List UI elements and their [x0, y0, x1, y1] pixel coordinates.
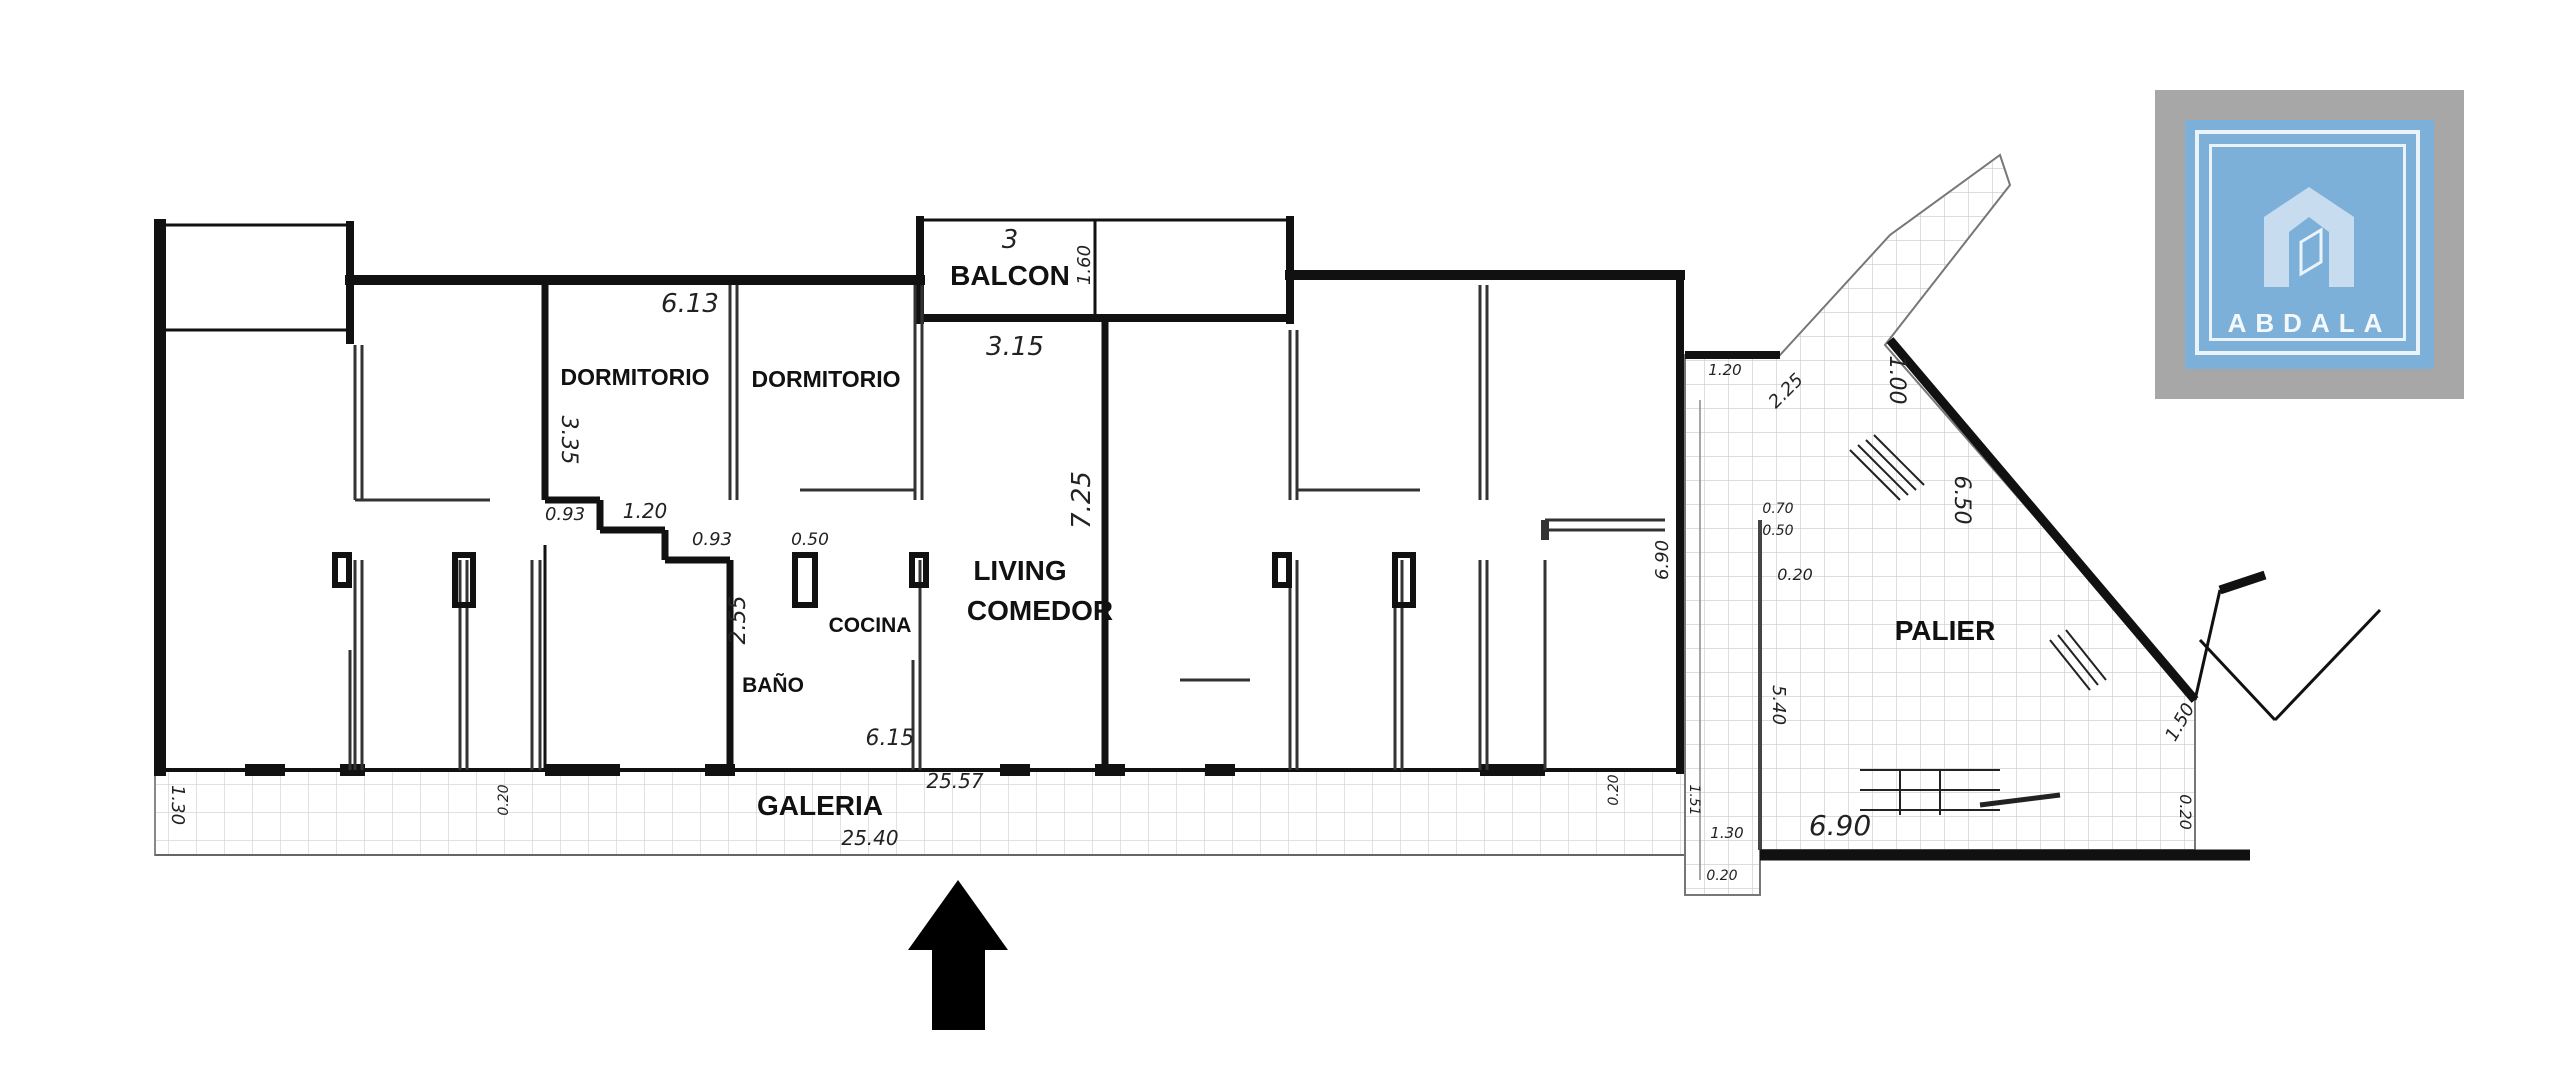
dim-palier-k: 0.20	[2176, 794, 2195, 830]
entrance-arrow-icon	[908, 880, 1008, 1030]
dim-living-width: 3.15	[986, 332, 1044, 362]
dim-step-a: 0.93	[545, 504, 585, 525]
dim-front-a: 25.57	[926, 769, 984, 793]
dim-palier-e: 0.50	[1762, 523, 1793, 539]
dim-gal-small-2: 0.20	[1606, 774, 1622, 805]
label-dormitorio-2: DORMITORIO	[751, 366, 900, 392]
dim-palier-l: 1.30	[1710, 824, 1743, 842]
fixtures	[332, 552, 1416, 608]
dim-side-wall: 6.90	[1652, 540, 1673, 580]
dim-step-c: 0.93	[692, 529, 732, 550]
dim-balcon-width: 3	[1002, 225, 1019, 255]
dim-palier-g: 5.40	[1768, 685, 1789, 725]
dim-dormitorio-depth: 3.35	[556, 416, 581, 465]
dim-palier-h: 6.90	[1809, 809, 1871, 842]
dim-bano-depth: 2.55	[726, 596, 751, 645]
galeria-floor	[154, 769, 1686, 856]
label-balcon: BALCON	[950, 260, 1070, 291]
brand-logo: ABDALA	[2155, 90, 2464, 399]
dim-galeria-depth: 1.30	[167, 785, 188, 825]
dim-palier-m: 0.20	[1706, 868, 1737, 884]
house-mark-icon	[2264, 187, 2354, 287]
dim-front-b: 25.40	[841, 826, 898, 850]
label-living: LIVING	[973, 555, 1066, 586]
dim-dormitorio-width: 6.13	[661, 289, 719, 319]
label-bano: BAÑO	[742, 674, 804, 697]
dim-palier-n: 1.51	[1686, 784, 1702, 815]
dim-palier-i: 6.50	[1949, 476, 1974, 525]
label-galeria: GALERIA	[757, 790, 883, 821]
dim-cocina: 0.50	[791, 530, 829, 550]
stair-marks	[1849, 434, 2107, 815]
dim-palier-d: 0.70	[1762, 501, 1793, 517]
dim-palier-f: 0.20	[1777, 565, 1813, 584]
dim-balcon-depth: 1.60	[1074, 245, 1095, 285]
label-palier: PALIER	[1895, 615, 1996, 646]
label-dormitorio-1: DORMITORIO	[560, 364, 709, 390]
palier-floor	[1684, 153, 2382, 896]
interior-walls	[541, 280, 1109, 770]
dim-step-b: 1.20	[623, 499, 668, 523]
dim-gal-small-1: 0.20	[496, 784, 512, 815]
dim-living-depth: 7.25	[1067, 471, 1097, 529]
dim-palier-a: 1.20	[1708, 361, 1741, 379]
brand-name: ABDALA	[2227, 308, 2392, 338]
dim-palier-c: 1.00	[1884, 356, 1909, 405]
dim-living-width-2: 6.15	[866, 726, 915, 751]
label-cocina: COCINA	[829, 614, 912, 637]
label-comedor: COMEDOR	[967, 595, 1113, 626]
partitions	[348, 285, 1665, 770]
